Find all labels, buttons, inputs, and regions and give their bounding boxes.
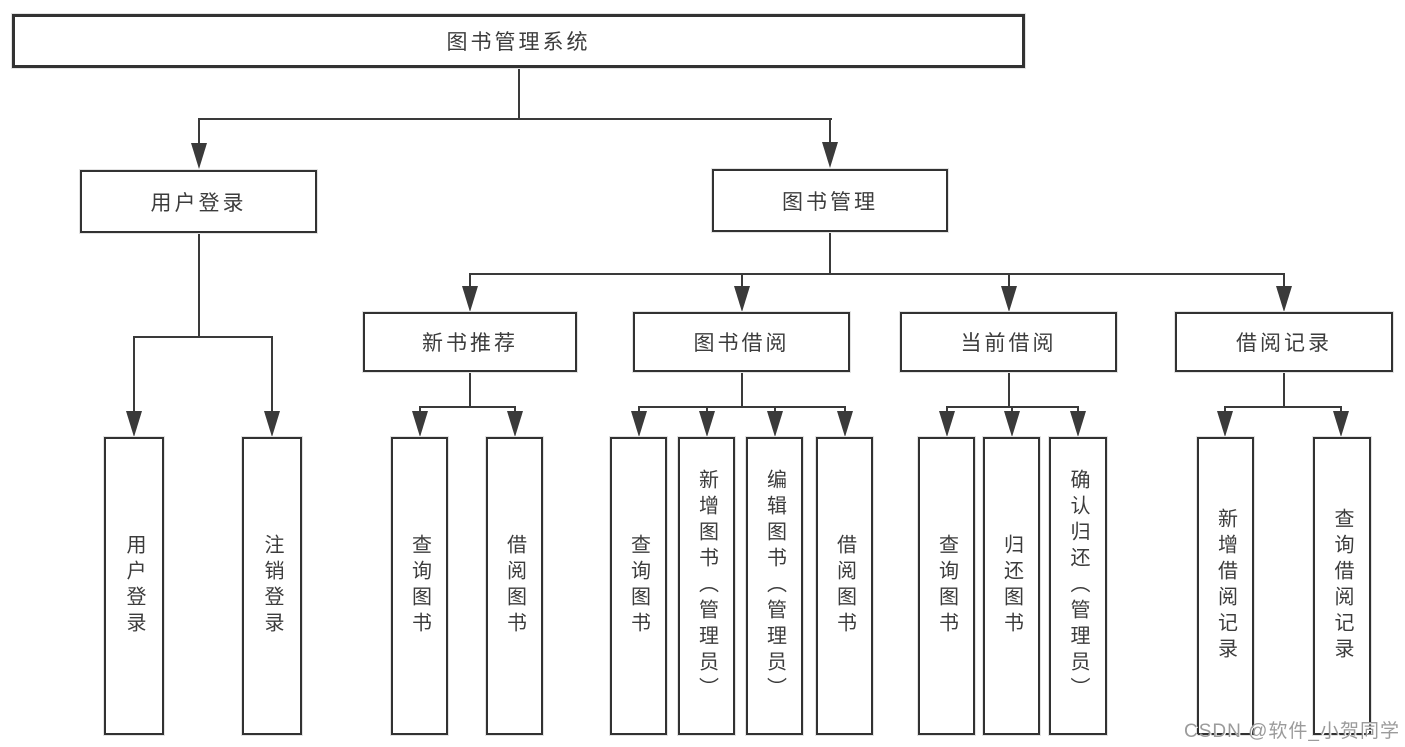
connector-g1-leaf1-drop <box>133 336 135 412</box>
connector-level2-bus <box>198 118 832 120</box>
arrow-g5-leaf2 <box>1333 411 1349 437</box>
node-book-mgmt-label: 图书管理 <box>782 190 878 214</box>
leaf-logout-label: 注销登录 <box>261 534 283 638</box>
arrow-g5-leaf1 <box>1217 411 1233 437</box>
connector-g3-leaf4-drop <box>844 406 846 414</box>
connector-g2-leaf1-drop <box>419 406 421 414</box>
leaf-confirm-return-admin: 确认归还（管理员） <box>1049 437 1107 735</box>
arrow-g4-leaf1 <box>939 411 955 437</box>
connector-g1-leaf2-drop <box>271 336 273 412</box>
connector-g4-leaf1-drop <box>946 406 948 414</box>
arrow-g3-leaf4 <box>837 411 853 437</box>
arrow-g4-leaf3 <box>1070 411 1086 437</box>
leaf-query-books-1-label: 查询图书 <box>408 534 431 638</box>
arrow-to-newbook-rec <box>462 286 478 312</box>
connector-borrow-stem <box>741 372 743 408</box>
arrow-g3-leaf3 <box>767 411 783 437</box>
node-current-borrow-label: 当前借阅 <box>960 332 1057 355</box>
arrow-g1-leaf2 <box>264 411 280 437</box>
arrow-g2-leaf1 <box>412 411 428 437</box>
connector-current-drop <box>1008 273 1010 289</box>
arrow-to-user-login <box>191 143 207 169</box>
node-borrow-record-label: 借阅记录 <box>1236 332 1332 355</box>
arrow-g1-leaf1 <box>126 411 142 437</box>
arrow-g3-leaf1 <box>631 411 647 437</box>
arrow-to-book-mgmt <box>822 142 838 168</box>
leaf-return-books-label: 归还图书 <box>1000 534 1023 638</box>
leaf-query-books-3-label: 查询图书 <box>935 534 958 638</box>
connector-g4-leaf2-drop <box>1011 406 1013 414</box>
connector-book-mgmt-stem <box>829 232 831 275</box>
leaf-add-books-admin-label: 新增图书（管理员） <box>695 469 718 703</box>
leaf-user-login: 用户登录 <box>104 437 164 735</box>
connector-g3-leaf1-drop <box>638 406 640 414</box>
connector-group3-bus <box>638 406 846 408</box>
node-book-borrow-label: 图书借阅 <box>693 332 790 355</box>
leaf-borrow-books-1-label: 借阅图书 <box>503 534 526 638</box>
node-user-login: 用户登录 <box>80 170 317 233</box>
leaf-logout: 注销登录 <box>242 437 302 735</box>
arrow-to-book-borrow <box>734 286 750 312</box>
connector-record-drop <box>1283 273 1285 289</box>
connector-g3-leaf2-drop <box>706 406 708 414</box>
leaf-edit-books-admin: 编辑图书（管理员） <box>746 437 803 735</box>
node-newbook-rec-label: 新书推荐 <box>422 332 518 355</box>
connector-level3-bus <box>469 273 1285 275</box>
leaf-borrow-books-1: 借阅图书 <box>486 437 543 735</box>
connector-group2-bus <box>419 406 516 408</box>
connector-root-stem <box>518 68 520 120</box>
connector-newbook-drop <box>469 273 471 289</box>
node-root-system: 图书管理系统 <box>12 14 1025 68</box>
connector-g3-leaf3-drop <box>774 406 776 414</box>
leaf-add-books-admin: 新增图书（管理员） <box>678 437 735 735</box>
leaf-add-borrow-record: 新增借阅记录 <box>1197 437 1254 735</box>
leaf-borrow-books-2: 借阅图书 <box>816 437 873 735</box>
leaf-query-borrow-record-label: 查询借阅记录 <box>1331 508 1353 664</box>
leaf-edit-books-admin-label: 编辑图书（管理员） <box>763 469 786 703</box>
connector-group1-bus <box>133 336 273 338</box>
connector-g4-leaf3-drop <box>1077 406 1079 414</box>
node-current-borrow: 当前借阅 <box>900 312 1117 372</box>
leaf-return-books: 归还图书 <box>983 437 1040 735</box>
leaf-query-books-2: 查询图书 <box>610 437 667 735</box>
node-book-mgmt: 图书管理 <box>712 169 948 232</box>
connector-newbook-stem <box>469 372 471 408</box>
node-user-login-label: 用户登录 <box>150 191 247 215</box>
leaf-add-borrow-record-label: 新增借阅记录 <box>1214 508 1237 664</box>
arrow-g4-leaf2 <box>1004 411 1020 437</box>
arrow-to-borrow-record <box>1276 286 1292 312</box>
arrow-g3-leaf2 <box>699 411 715 437</box>
connector-user-login-drop <box>198 118 200 146</box>
node-book-borrow: 图书借阅 <box>633 312 850 372</box>
connector-g5-leaf2-drop <box>1340 406 1342 414</box>
leaf-borrow-books-2-label: 借阅图书 <box>833 534 856 638</box>
connector-current-stem <box>1008 372 1010 408</box>
csdn-watermark: CSDN @软件_小贺同学 <box>1184 721 1400 742</box>
leaf-query-books-2-label: 查询图书 <box>627 534 650 638</box>
connector-group5-bus <box>1224 406 1342 408</box>
leaf-query-books-3: 查询图书 <box>918 437 975 735</box>
node-borrow-record: 借阅记录 <box>1175 312 1393 372</box>
arrow-to-current-borrow <box>1001 286 1017 312</box>
connector-g5-leaf1-drop <box>1224 406 1226 414</box>
leaf-query-books-1: 查询图书 <box>391 437 448 735</box>
connector-user-login-stem <box>198 233 200 338</box>
connector-record-stem <box>1283 372 1285 408</box>
leaf-confirm-return-admin-label: 确认归还（管理员） <box>1067 469 1089 703</box>
connector-book-mgmt-drop <box>829 118 831 146</box>
arrow-g2-leaf2 <box>507 411 523 437</box>
node-root-label: 图书管理系统 <box>446 31 591 54</box>
connector-g2-leaf2-drop <box>514 406 516 414</box>
node-newbook-rec: 新书推荐 <box>363 312 577 372</box>
leaf-user-login-label: 用户登录 <box>123 534 145 638</box>
leaf-query-borrow-record: 查询借阅记录 <box>1313 437 1371 735</box>
connector-borrow-drop <box>741 273 743 289</box>
